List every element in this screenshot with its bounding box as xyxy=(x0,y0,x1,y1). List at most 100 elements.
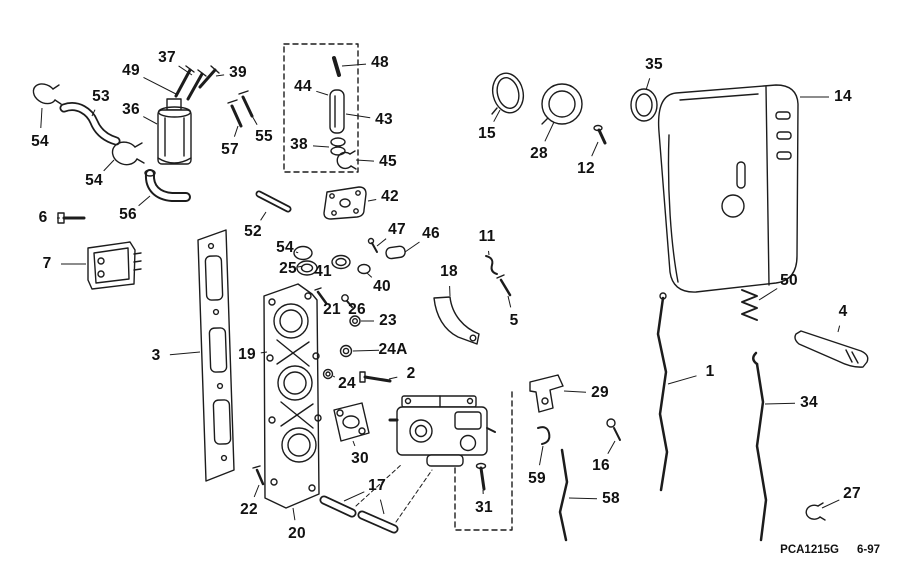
part-needle-47 xyxy=(367,237,378,253)
part-bracket-7 xyxy=(87,241,142,290)
leader-line-35 xyxy=(645,78,651,91)
leader-line-58 xyxy=(568,497,598,500)
part-clip-45 xyxy=(336,150,357,170)
leader-line-2 xyxy=(388,376,398,380)
leader-line-54 xyxy=(295,251,299,254)
leader-line-12 xyxy=(591,141,599,157)
leader-line-24A xyxy=(352,349,380,352)
leader-line-19 xyxy=(260,351,268,354)
leader-lines xyxy=(40,63,841,521)
callout-25: 25 xyxy=(279,260,297,277)
part-grommet-35 xyxy=(630,88,658,122)
part-link-rod-58 xyxy=(558,448,569,542)
part-screw-37 xyxy=(186,69,207,101)
leader-line-50 xyxy=(758,288,778,301)
callout-42: 42 xyxy=(381,188,399,205)
callout-55: 55 xyxy=(255,128,273,145)
leader-line-24 xyxy=(332,375,336,378)
callout-30: 30 xyxy=(351,450,369,467)
callout-15: 15 xyxy=(478,125,496,142)
leader-line-16 xyxy=(607,440,616,455)
part-link-rod-1 xyxy=(656,292,669,492)
callout-58: 58 xyxy=(602,490,620,507)
callout-50: 50 xyxy=(780,272,798,289)
callout-46: 46 xyxy=(422,225,440,242)
callout-12: 12 xyxy=(577,160,595,177)
leader-line-17 xyxy=(379,499,385,515)
carburetor-dashed-outline xyxy=(454,391,513,531)
leader-line-25 xyxy=(297,265,302,268)
part-ring-41 xyxy=(331,254,351,270)
leader-line-48 xyxy=(341,63,367,67)
callout-3: 3 xyxy=(151,347,161,364)
leader-line-4 xyxy=(837,325,841,333)
callout-35: 35 xyxy=(645,56,663,73)
part-spring-50 xyxy=(741,289,758,321)
leader-line-57 xyxy=(233,125,239,137)
part-ring-40 xyxy=(357,263,371,275)
callout-19: 19 xyxy=(238,346,256,363)
leader-line-47 xyxy=(376,238,387,247)
part-ring-54 xyxy=(293,245,313,261)
leader-line-15 xyxy=(493,109,501,122)
part-tube-43 xyxy=(329,89,345,134)
callout-34: 34 xyxy=(800,394,818,411)
part-screw-21 xyxy=(314,287,328,305)
part-screw-57 xyxy=(227,99,243,128)
callout-1: 1 xyxy=(705,363,715,380)
callout-4: 4 xyxy=(838,303,848,320)
callout-22: 22 xyxy=(240,501,258,518)
part-gasket-3 xyxy=(197,229,235,482)
part-cap-28 xyxy=(541,83,583,125)
part-elbow-fitting-56 xyxy=(144,169,191,202)
callout-31: 31 xyxy=(475,499,493,516)
part-clip-59 xyxy=(537,426,551,445)
part-bracket-29 xyxy=(529,374,564,413)
callout-16: 16 xyxy=(592,457,610,474)
part-screw-39 xyxy=(198,65,220,89)
leader-line-26 xyxy=(346,300,349,303)
part-fuel-filter xyxy=(157,98,192,165)
leader-line-45 xyxy=(355,159,375,162)
callout-57: 57 xyxy=(221,141,239,158)
callout-5: 5 xyxy=(509,312,519,329)
leader-line-52 xyxy=(260,211,267,221)
callout-2: 2 xyxy=(406,365,416,382)
leader-line-1 xyxy=(667,375,697,385)
leader-line-3 xyxy=(169,351,201,356)
leader-line-27 xyxy=(821,499,840,509)
callout-24: 24 xyxy=(338,375,356,392)
leader-line-36 xyxy=(143,116,158,125)
part-hose-clamp-top xyxy=(32,83,62,105)
part-air-silencer-cover-14 xyxy=(657,84,799,293)
part-nut-24a xyxy=(339,344,353,358)
repair-kit-dashed-box xyxy=(283,43,359,173)
callout-7: 7 xyxy=(42,255,52,272)
callout-40: 40 xyxy=(373,278,391,295)
callout-28: 28 xyxy=(530,145,548,162)
leader-line-20 xyxy=(292,507,296,521)
part-clip-11 xyxy=(485,255,498,275)
leader-line-5 xyxy=(507,295,512,308)
part-clip-16 xyxy=(606,418,621,441)
part-pin-48 xyxy=(332,56,341,77)
callout-24A: 24A xyxy=(378,341,408,358)
part-plug-46 xyxy=(385,245,406,260)
callout-47: 47 xyxy=(388,221,406,238)
leader-line-39 xyxy=(215,74,225,77)
part-screw-31 xyxy=(475,462,487,491)
part-carburetor xyxy=(388,395,496,467)
callout-14: 14 xyxy=(834,88,852,105)
callout-52: 52 xyxy=(244,223,262,240)
callout-20: 20 xyxy=(288,525,306,542)
part-retainer-15 xyxy=(491,72,525,115)
callout-37: 37 xyxy=(158,49,176,66)
leader-line-44 xyxy=(316,90,329,96)
leader-line-54 xyxy=(103,159,115,172)
leader-line-43 xyxy=(345,113,371,119)
part-link-rod-34 xyxy=(752,351,768,542)
part-intake-manifold-19 xyxy=(263,283,322,509)
callout-18: 18 xyxy=(440,263,458,280)
callout-41: 41 xyxy=(314,263,332,280)
leader-line-38 xyxy=(312,145,330,148)
